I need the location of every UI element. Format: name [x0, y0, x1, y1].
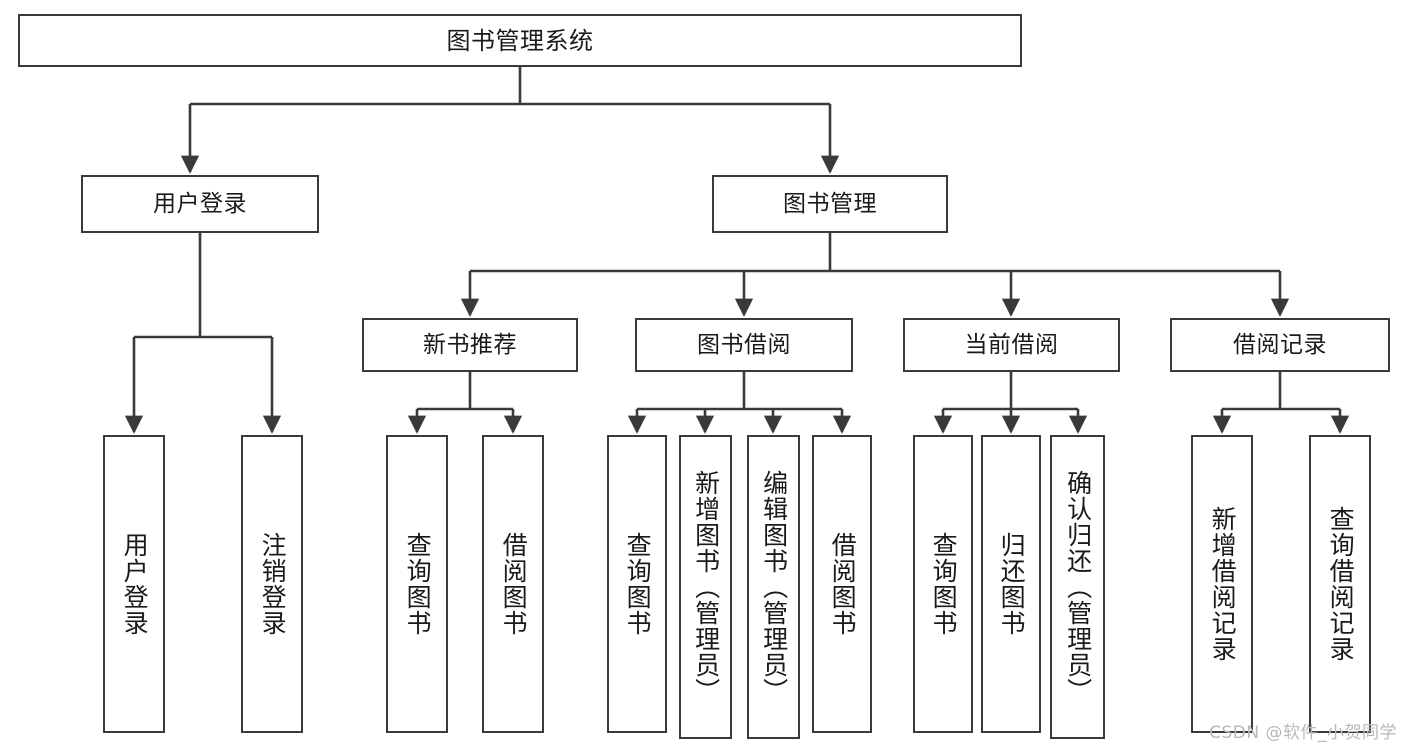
- node-borrow-records[interactable]: 借阅记录: [1170, 318, 1390, 372]
- leaf-confirm-return-admin-label: 确认归还（管理员）: [1063, 470, 1093, 704]
- leaf-borrow-book-recommend[interactable]: 借阅图书: [482, 435, 544, 733]
- leaf-query-book-recommend[interactable]: 查询图书: [386, 435, 448, 733]
- leaf-borrow-book-recommend-label: 借阅图书: [499, 532, 529, 636]
- leaf-query-borrow-record[interactable]: 查询借阅记录: [1309, 435, 1371, 733]
- leaf-edit-book-admin[interactable]: 编辑图书（管理员）: [747, 435, 800, 739]
- node-borrow-records-label: 借阅记录: [1233, 331, 1327, 358]
- node-root-label: 图书管理系统: [446, 26, 594, 55]
- leaf-query-borrow-record-label: 查询借阅记录: [1326, 506, 1356, 662]
- leaf-add-book-admin[interactable]: 新增图书（管理员）: [679, 435, 732, 739]
- node-current-borrow[interactable]: 当前借阅: [903, 318, 1120, 372]
- leaf-query-book-current-label: 查询图书: [929, 532, 959, 636]
- leaf-query-book-borrow[interactable]: 查询图书: [607, 435, 667, 733]
- node-book-management-label: 图书管理: [783, 190, 877, 217]
- node-user-login-label: 用户登录: [153, 190, 247, 217]
- leaf-add-book-admin-label: 新增图书（管理员）: [691, 470, 721, 704]
- node-user-login[interactable]: 用户登录: [81, 175, 319, 233]
- leaf-user-login[interactable]: 用户登录: [103, 435, 165, 733]
- leaf-user-login-label: 用户登录: [120, 532, 150, 636]
- node-book-borrow-label: 图书借阅: [697, 331, 791, 358]
- leaf-add-borrow-record[interactable]: 新增借阅记录: [1191, 435, 1253, 733]
- node-new-book-recommend-label: 新书推荐: [423, 331, 517, 358]
- leaf-add-borrow-record-label: 新增借阅记录: [1208, 506, 1238, 662]
- leaf-confirm-return-admin[interactable]: 确认归还（管理员）: [1050, 435, 1105, 739]
- leaf-return-book-label: 归还图书: [997, 532, 1027, 636]
- node-root[interactable]: 图书管理系统: [18, 14, 1022, 67]
- leaf-query-book-borrow-label: 查询图书: [623, 532, 653, 636]
- leaf-query-book-current[interactable]: 查询图书: [913, 435, 973, 733]
- node-new-book-recommend[interactable]: 新书推荐: [362, 318, 578, 372]
- leaf-edit-book-admin-label: 编辑图书（管理员）: [759, 470, 789, 704]
- leaf-return-book[interactable]: 归还图书: [981, 435, 1041, 733]
- watermark: CSDN @软件_小贺同学: [1209, 723, 1397, 743]
- leaf-query-book-recommend-label: 查询图书: [403, 532, 433, 636]
- leaf-user-logout-label: 注销登录: [258, 532, 288, 636]
- leaf-lend-book-label: 借阅图书: [828, 532, 858, 636]
- node-book-borrow[interactable]: 图书借阅: [635, 318, 853, 372]
- leaf-lend-book[interactable]: 借阅图书: [812, 435, 872, 733]
- leaf-user-logout[interactable]: 注销登录: [241, 435, 303, 733]
- node-current-borrow-label: 当前借阅: [964, 331, 1059, 358]
- node-book-management[interactable]: 图书管理: [712, 175, 948, 233]
